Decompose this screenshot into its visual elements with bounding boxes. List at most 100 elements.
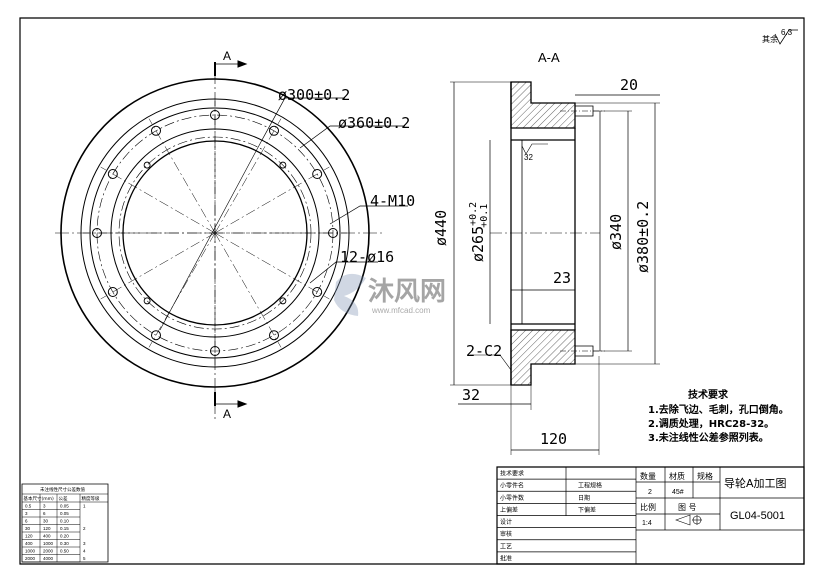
bolt-hole bbox=[270, 331, 279, 340]
watermark-logo-icon bbox=[334, 273, 366, 316]
tol-cell: 1000 bbox=[43, 541, 54, 546]
thread-hole bbox=[280, 162, 286, 168]
radial-centerline bbox=[101, 233, 215, 299]
tol-cell: 120 bbox=[43, 526, 51, 531]
tol-cell: 0.05 bbox=[60, 511, 69, 516]
leader-holes bbox=[310, 262, 378, 283]
tol-cell: 3 bbox=[83, 541, 86, 546]
tol-cell: 30 bbox=[25, 526, 31, 531]
leader-thread bbox=[330, 206, 408, 224]
tb-material-label: 材质 bbox=[669, 471, 685, 481]
section-view-title: A-A bbox=[538, 50, 560, 65]
tech-req-item-1: 1.去除飞边、毛刺，孔口倒角。 bbox=[648, 403, 789, 416]
tech-req-item-2: 2.调质处理，HRC28-32。 bbox=[648, 417, 774, 430]
tol-cell: 3 bbox=[25, 511, 28, 516]
section-view bbox=[450, 82, 660, 455]
bolt-hole bbox=[211, 111, 220, 120]
circle-300 bbox=[111, 129, 319, 337]
section-arrowhead-bottom bbox=[238, 401, 246, 407]
dim-holes: 12-ø16 bbox=[340, 248, 394, 266]
tb-mid-label: 工程规格 bbox=[578, 482, 602, 490]
tol-cell: 2 bbox=[83, 526, 86, 531]
watermark-brand: 沐风网 bbox=[368, 277, 446, 307]
tol-cell: 2000 bbox=[25, 556, 36, 561]
dim-d300: ø300±0.2 bbox=[278, 86, 350, 104]
inner-roughness-value: 32 bbox=[524, 153, 533, 162]
dim-d265: ø265+0.2+0.1 bbox=[468, 202, 490, 262]
bolt-hole bbox=[211, 347, 220, 356]
tol-header-cell: 公差 bbox=[59, 495, 68, 502]
thread-hole bbox=[280, 298, 286, 304]
title-block bbox=[497, 467, 804, 564]
tb-spec-label: 规格 bbox=[697, 471, 713, 481]
dim-chamfer: 2-C2 bbox=[466, 342, 502, 360]
tol-cell: 0.5 bbox=[25, 504, 32, 509]
dim-thread: 4-M10 bbox=[370, 192, 415, 210]
tol-cell: 3 bbox=[43, 504, 46, 509]
tb-qty-label: 数量 bbox=[640, 471, 656, 481]
leader-d300 bbox=[262, 98, 345, 140]
tol-cell: 6 bbox=[43, 511, 46, 516]
leader-d360 bbox=[300, 126, 405, 148]
dim-d340: ø340 bbox=[607, 214, 625, 250]
leader-diameter-inner bbox=[160, 140, 262, 330]
dim-d360: ø360±0.2 bbox=[338, 114, 410, 132]
tb-left-label: 审核 bbox=[500, 530, 512, 538]
tol-cell: 0.50 bbox=[60, 549, 69, 554]
drawing-frame bbox=[20, 18, 804, 564]
bolt-circle-340 bbox=[97, 115, 333, 351]
tol-cell: 6 bbox=[25, 519, 28, 524]
watermark: 沐风网 www.mfcad.com bbox=[334, 273, 446, 316]
tb-drawing-name: 导轮A加工图 bbox=[724, 476, 787, 490]
projection-symbol-icon bbox=[676, 515, 702, 525]
bolt-hole bbox=[152, 126, 161, 135]
section-letter-bottom: A bbox=[223, 407, 231, 421]
tol-cell: 30 bbox=[43, 519, 49, 524]
tol-cell: 400 bbox=[25, 541, 33, 546]
roughness-prefix: 其余 bbox=[762, 34, 778, 44]
inner-roughness-mark bbox=[522, 144, 548, 154]
radial-centerline bbox=[101, 167, 215, 233]
bolt-holes bbox=[93, 111, 338, 356]
radial-centerline bbox=[149, 119, 215, 233]
tol-cell: 4000 bbox=[43, 556, 54, 561]
dim-w20: 20 bbox=[620, 76, 638, 94]
dim-d440: ø440 bbox=[432, 210, 450, 246]
tb-material-value: 45# bbox=[672, 489, 684, 496]
radial-centerline bbox=[215, 233, 329, 299]
tol-cell: 120 bbox=[25, 534, 33, 539]
tb-qty-value: 2 bbox=[648, 489, 652, 496]
bolt-hole bbox=[313, 170, 322, 179]
tol-cell: 0.05 bbox=[60, 504, 69, 509]
thread-hole bbox=[144, 298, 150, 304]
radial-centerline bbox=[215, 233, 281, 347]
tol-cell: 400 bbox=[43, 534, 51, 539]
tolerance-table-grid bbox=[22, 494, 108, 562]
tol-cell: 1 bbox=[83, 504, 86, 509]
tb-scale-label: 比例 bbox=[640, 502, 656, 512]
tb-drawing-no-label: 图 号 bbox=[678, 503, 697, 512]
thread-circle bbox=[119, 137, 311, 329]
circle-360 bbox=[90, 108, 340, 358]
bolt-hole bbox=[108, 288, 117, 297]
front-view bbox=[55, 61, 408, 420]
title-block-rows bbox=[497, 479, 636, 552]
tol-cell: 4 bbox=[83, 549, 86, 554]
tb-left-label: 上偏差 bbox=[500, 506, 518, 514]
outer-circle-440 bbox=[61, 79, 369, 387]
flange-circle-380 bbox=[81, 99, 349, 367]
tol-cell: 0.10 bbox=[60, 519, 69, 524]
dim-w23: 23 bbox=[553, 269, 571, 287]
hole-radial-lines bbox=[83, 101, 347, 365]
tb-mid-label: 下偏差 bbox=[578, 506, 596, 514]
radial-centerline bbox=[215, 167, 329, 233]
tolerance-table bbox=[22, 484, 108, 562]
tol-header-cell: 基本尺寸(mm) bbox=[24, 495, 55, 502]
tol-cell: 1000 bbox=[25, 549, 36, 554]
bolt-hole bbox=[108, 170, 117, 179]
tb-left-label: 工艺 bbox=[500, 542, 512, 550]
